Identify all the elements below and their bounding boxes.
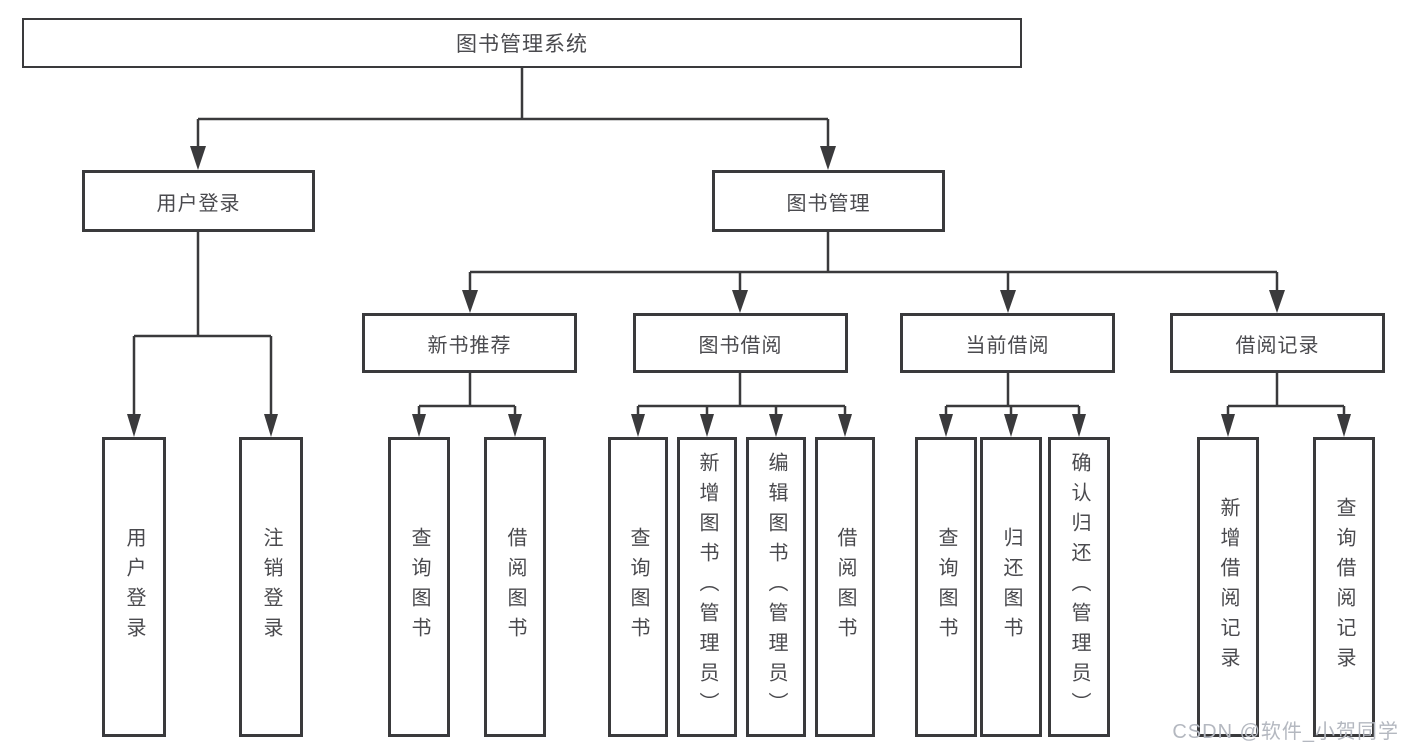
leaf-add-borrow-record: 新增借阅记录 xyxy=(1197,437,1259,737)
leaf-borrow-query-books-label: 查询图书 xyxy=(627,527,649,647)
leaf-borrow-books: 借阅图书 xyxy=(815,437,875,737)
leaf-logout-label: 注销登录 xyxy=(260,527,282,647)
leaf-newbook-query-books-label: 查询图书 xyxy=(408,527,430,647)
node-current-borrow: 当前借阅 xyxy=(900,313,1115,373)
leaf-borrow-query-books: 查询图书 xyxy=(608,437,668,737)
node-user-login: 用户登录 xyxy=(82,170,315,232)
leaf-logout: 注销登录 xyxy=(239,437,303,737)
leaf-user-login-label: 用户登录 xyxy=(123,527,145,647)
connector-book-management-to-level3 xyxy=(462,232,1285,313)
connector-book-borrow-to-children xyxy=(631,373,852,437)
leaf-confirm-return-admin: 确认归还（管理员） xyxy=(1048,437,1110,737)
leaf-current-query-books: 查询图书 xyxy=(915,437,977,737)
leaf-return-books: 归还图书 xyxy=(980,437,1042,737)
connector-current-borrow-to-children xyxy=(939,373,1086,437)
leaf-user-login: 用户登录 xyxy=(102,437,166,737)
watermark: CSDN @软件_小贺同学 xyxy=(1172,721,1399,743)
node-book-borrow: 图书借阅 xyxy=(633,313,848,373)
leaf-add-book-admin: 新增图书（管理员） xyxy=(677,437,737,737)
leaf-confirm-return-admin-label: 确认归还（管理员） xyxy=(1068,452,1090,722)
node-book-management: 图书管理 xyxy=(712,170,945,232)
leaf-current-query-books-label: 查询图书 xyxy=(935,527,957,647)
leaf-edit-book-admin-label: 编辑图书（管理员） xyxy=(765,452,787,722)
leaf-newbook-query-books: 查询图书 xyxy=(388,437,450,737)
leaf-query-borrow-record: 查询借阅记录 xyxy=(1313,437,1375,737)
connector-user-login-to-children xyxy=(127,232,278,437)
leaf-add-book-admin-label: 新增图书（管理员） xyxy=(696,452,718,722)
leaf-borrow-books-label: 借阅图书 xyxy=(834,527,856,647)
leaf-add-borrow-record-label: 新增借阅记录 xyxy=(1217,497,1239,677)
node-new-book-recommend: 新书推荐 xyxy=(362,313,577,373)
leaf-query-borrow-record-label: 查询借阅记录 xyxy=(1333,497,1355,677)
connector-new-book-recommend-to-children xyxy=(412,373,522,437)
leaf-newbook-borrow-books: 借阅图书 xyxy=(484,437,546,737)
node-library-management-system: 图书管理系统 xyxy=(22,18,1022,68)
connector-borrow-record-to-children xyxy=(1221,373,1351,437)
connector-root-to-level2 xyxy=(190,68,836,170)
leaf-return-books-label: 归还图书 xyxy=(1000,527,1022,647)
leaf-edit-book-admin: 编辑图书（管理员） xyxy=(746,437,806,737)
node-borrow-record: 借阅记录 xyxy=(1170,313,1385,373)
leaf-newbook-borrow-books-label: 借阅图书 xyxy=(504,527,526,647)
